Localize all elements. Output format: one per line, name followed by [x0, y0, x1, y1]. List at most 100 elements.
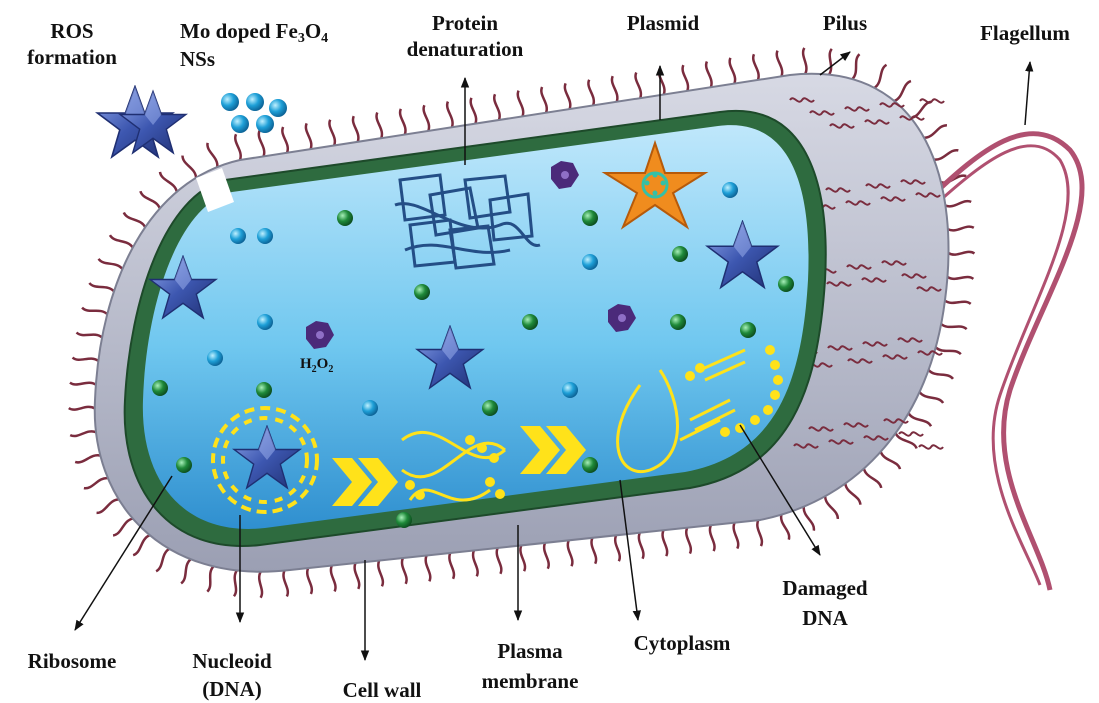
label-flagellum: Flagellum	[980, 21, 1070, 45]
pilus	[706, 62, 711, 88]
pilus	[331, 566, 336, 592]
pilus	[447, 102, 452, 128]
pilus	[804, 507, 814, 531]
pilus	[829, 49, 832, 75]
pilus	[544, 543, 549, 569]
pilus	[183, 156, 197, 178]
pilus	[686, 528, 691, 554]
pilus	[307, 568, 312, 594]
pilus	[449, 553, 454, 579]
pilus	[710, 525, 715, 551]
pilus	[639, 533, 644, 559]
pilus	[473, 550, 478, 576]
pilus	[929, 370, 953, 379]
pilus	[945, 301, 971, 304]
pilus	[734, 523, 739, 549]
pilus	[864, 469, 881, 488]
pilus	[777, 51, 782, 77]
flagellum	[930, 134, 1082, 590]
pilus	[89, 283, 114, 291]
pilus	[941, 324, 967, 329]
pilus	[635, 72, 640, 98]
pilus	[825, 496, 838, 519]
pilus	[615, 535, 620, 561]
pilus	[781, 515, 789, 540]
pilus	[541, 87, 546, 113]
wall-squiggle	[919, 445, 943, 448]
pilus	[924, 125, 947, 137]
label-pilus: Pilus	[823, 11, 867, 35]
label-mo-doped-fe3o4: Mo doped Fe3O4 NSs	[180, 19, 333, 71]
pilus	[497, 548, 502, 574]
pilus	[520, 545, 525, 571]
pilus	[591, 538, 596, 564]
pilus	[948, 227, 974, 231]
pilus	[73, 358, 99, 361]
pilus	[494, 94, 499, 120]
mo-fe3o4-nanospheres	[221, 93, 287, 133]
pilus	[70, 431, 96, 436]
pilus	[259, 572, 262, 598]
pilus	[730, 58, 735, 84]
label-nucleoid-dna: Nucleoid(DNA)	[192, 649, 272, 701]
pilus	[378, 561, 383, 587]
pilus	[355, 563, 360, 589]
pilus	[400, 109, 405, 135]
pilus	[852, 54, 859, 79]
pilus	[235, 134, 240, 160]
pilus	[259, 131, 264, 157]
pilus	[207, 566, 213, 591]
pilus	[77, 333, 103, 338]
pilus	[845, 483, 860, 504]
pilus	[803, 48, 806, 74]
pilus	[82, 308, 107, 315]
pilus	[234, 570, 237, 596]
pilus	[945, 201, 971, 206]
pilus	[110, 235, 133, 247]
pilus	[282, 127, 287, 153]
pilus	[588, 80, 593, 106]
label-ribosome: Ribosome	[28, 649, 117, 673]
pilus	[99, 259, 123, 269]
pilus	[948, 252, 974, 255]
pilus	[663, 530, 668, 556]
pilus	[424, 105, 429, 131]
pilus	[70, 383, 96, 385]
wall-squiggle	[920, 99, 944, 102]
pilus	[471, 98, 476, 124]
pilus	[306, 123, 311, 149]
pilus	[683, 65, 688, 91]
pilus	[133, 535, 150, 555]
pilus	[283, 571, 287, 597]
wall-squiggle	[899, 432, 923, 435]
pilus	[426, 555, 431, 581]
pilus	[753, 54, 758, 80]
pilus	[113, 519, 133, 536]
pilus	[329, 120, 334, 146]
pilus	[160, 172, 177, 192]
pilus	[757, 520, 762, 546]
pilus	[909, 413, 931, 426]
pilus	[124, 212, 145, 227]
label-cell-wall: Cell wall	[343, 678, 422, 702]
pilus	[934, 150, 958, 159]
pilus	[84, 478, 108, 488]
pilus	[402, 558, 407, 584]
pilus	[518, 91, 523, 117]
pilus	[568, 540, 573, 566]
pilus	[181, 559, 191, 583]
pilus	[612, 76, 617, 102]
label-plasmid: Plasmid	[627, 11, 700, 35]
pilus	[947, 277, 973, 279]
pilus	[353, 116, 358, 142]
pilus	[156, 549, 169, 571]
pilus	[97, 499, 119, 513]
flagellum-strand	[935, 146, 1068, 585]
pilus	[874, 65, 886, 88]
pilus	[75, 455, 100, 462]
pilus	[565, 83, 570, 109]
